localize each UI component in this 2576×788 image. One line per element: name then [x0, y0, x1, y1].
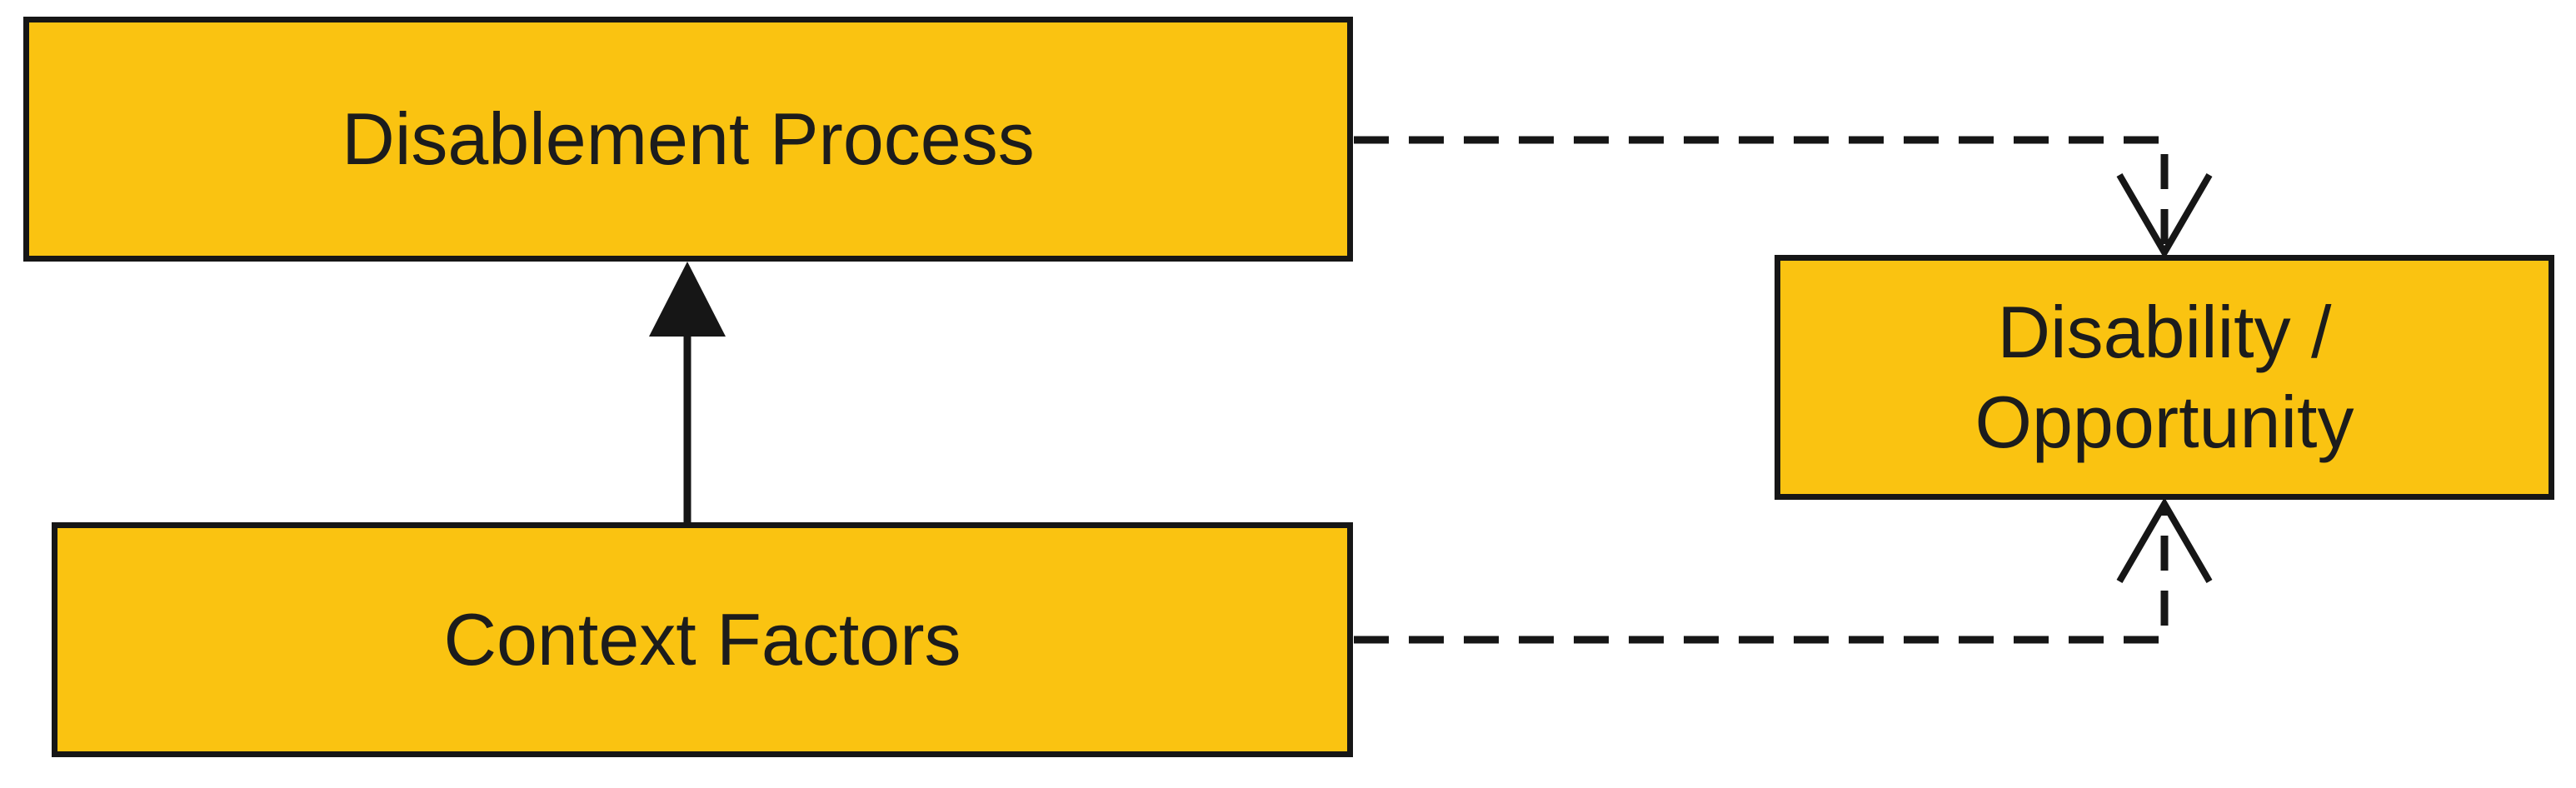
edge-context-to-disability-arrowhead-icon [2116, 497, 2213, 584]
node-context-factors-label: Context Factors [443, 598, 961, 681]
node-disability-opportunity: Disability / Opportunity [1775, 255, 2554, 500]
edge-disablement-to-disability-arrowhead-icon [2116, 172, 2213, 259]
node-disability-opportunity-label-line1: Disability / [1997, 291, 2332, 373]
node-disability-opportunity-label: Disability / Opportunity [1975, 287, 2354, 467]
node-disability-opportunity-label-line2: Opportunity [1974, 381, 2354, 463]
edge-disablement-to-disability-line [1354, 136, 2169, 252]
edge-context-to-disability-line [1354, 506, 2169, 644]
node-disablement-process: Disablement Process [23, 17, 1353, 262]
edge-context-to-disablement-arrowhead-icon [649, 262, 726, 337]
node-context-factors: Context Factors [52, 522, 1353, 757]
node-disablement-process-label: Disablement Process [342, 97, 1035, 180]
